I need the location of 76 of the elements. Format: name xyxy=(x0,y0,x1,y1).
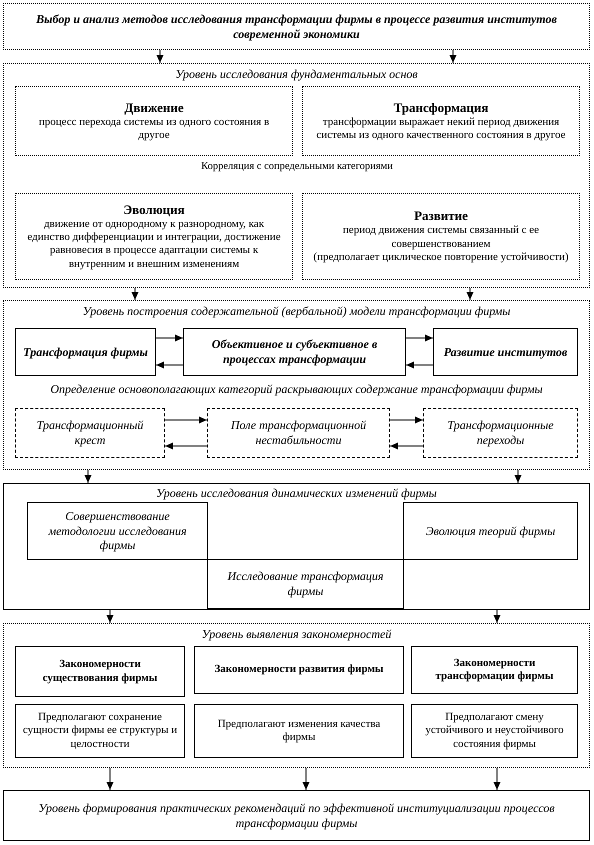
box-heading: Трансформация xyxy=(394,100,488,116)
box-text: Трансформационный крест xyxy=(36,418,144,448)
box-text: Предполагают сохранение сущности фирмы ее структуры и целостности xyxy=(22,710,178,752)
model-box xyxy=(183,328,406,376)
category-box xyxy=(207,408,390,458)
description-box xyxy=(194,704,404,758)
level-panel xyxy=(3,63,590,288)
level-panel xyxy=(3,623,590,768)
arrow xyxy=(106,610,114,624)
arrow xyxy=(84,470,92,484)
box-text: Объективное и субъективное в процессах трансформации xyxy=(210,337,378,367)
box-text: Предполагают смену устойчивого и неустойчивого состояния фирмы xyxy=(424,710,565,752)
arrow xyxy=(106,768,114,790)
description-box xyxy=(15,704,185,758)
pattern-box xyxy=(194,646,404,694)
model-box xyxy=(433,328,578,376)
box-text: трансформации выражает некий период движения системы из одного качественного состояния в другое xyxy=(315,116,567,142)
level-panel xyxy=(3,483,590,610)
category-box xyxy=(15,408,165,458)
research-box xyxy=(403,502,578,560)
panel-heading: Уровень выявления закономерностей xyxy=(202,627,392,642)
arrow xyxy=(390,442,424,450)
box-text: процесс перехода системы из одного состояния в другое xyxy=(38,116,270,142)
box-heading: Закономерности существования фирмы xyxy=(42,658,158,685)
title-text: Выбор и анализ методов исследования трансформации фирмы в процессе развития институтов современной экономики xyxy=(35,12,558,42)
box-text: Развитие институтов xyxy=(444,344,568,360)
result-box xyxy=(3,790,590,841)
pattern-box xyxy=(411,646,578,694)
concept-box xyxy=(302,193,580,280)
title-box xyxy=(3,3,590,50)
arrow xyxy=(390,416,424,424)
concept-box xyxy=(15,86,293,156)
arrow xyxy=(494,610,500,624)
box-heading: Развитие xyxy=(414,208,468,224)
pattern-box xyxy=(15,646,185,697)
box-text: (предполагает циклическое повторение устойчивости) xyxy=(313,251,569,265)
arrow xyxy=(156,50,164,64)
concept-box xyxy=(302,86,580,156)
level-panel xyxy=(3,300,590,470)
concept-box xyxy=(15,193,293,280)
arrow xyxy=(164,442,208,450)
box-text: Эволюция теорий фирмы xyxy=(426,524,556,538)
arrow xyxy=(132,288,138,300)
arrow xyxy=(494,768,500,790)
box-heading: Закономерности трансформации фирмы xyxy=(434,656,554,684)
panel-subheading: Определение основополагающих категорий раскрывающих содержание трансформации фирмы xyxy=(50,382,543,397)
box-text: период движения системы связанный с ее совершенствованием xyxy=(342,224,540,252)
box-text: Предполагают изменения качества фирмы xyxy=(216,718,382,744)
research-box xyxy=(207,559,404,609)
box-text: Поле трансформационной нестабильности xyxy=(230,418,368,448)
panel-heading: Уровень исследования фундаментальных основ xyxy=(175,67,418,82)
box-heading: Закономерности развития фирмы xyxy=(214,663,384,677)
arrow xyxy=(406,334,434,342)
arrow xyxy=(514,470,522,484)
panel-heading: Уровень построения содержательной (вербальной) модели трансформации фирмы xyxy=(82,304,510,319)
arrow xyxy=(156,334,184,342)
box-text: Исследование трансформация фирмы xyxy=(226,569,384,599)
arrow xyxy=(466,288,474,300)
box-heading: Эволюция xyxy=(123,202,185,218)
arrow xyxy=(450,50,456,64)
box-text: Совершенствование методологии исследования фирмы xyxy=(47,509,188,553)
description-box xyxy=(411,704,578,758)
model-box xyxy=(15,328,156,376)
research-box xyxy=(27,502,208,560)
arrow xyxy=(302,768,310,790)
box-heading: Движение xyxy=(124,100,184,116)
category-box xyxy=(423,408,578,458)
arrow xyxy=(164,416,208,424)
panel-heading: Уровень исследования динамических изменений фирмы xyxy=(156,486,437,501)
box-text: Трансформация фирмы xyxy=(23,344,148,360)
box-text: Уровень формирования практических рекомендаций по эффективной институциализации процессов трансформации фирмы xyxy=(37,800,556,830)
note-text: Корреляция с сопредельными категориями xyxy=(201,161,393,174)
box-text: движение от однородному к разнородному, как единство дифференциации и интеграции, достижение равновесия в процессе адаптации системы к внутренним и внешним изменениям xyxy=(26,218,282,272)
arrow xyxy=(406,362,434,368)
box-text: Трансформационные переходы xyxy=(446,418,555,448)
arrow xyxy=(156,362,184,368)
